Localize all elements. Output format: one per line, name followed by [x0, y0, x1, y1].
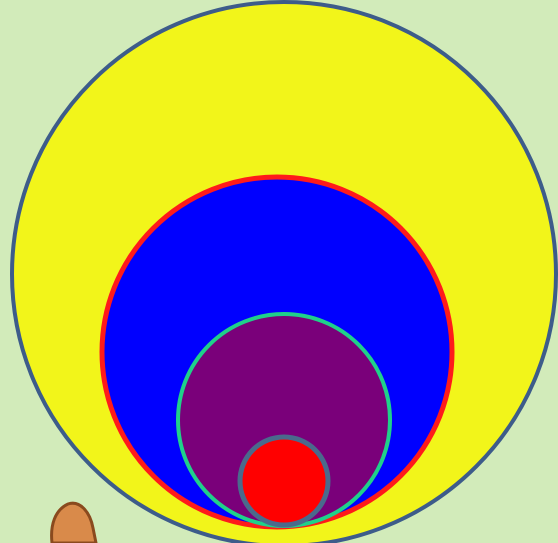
inner-circle: [240, 437, 328, 525]
